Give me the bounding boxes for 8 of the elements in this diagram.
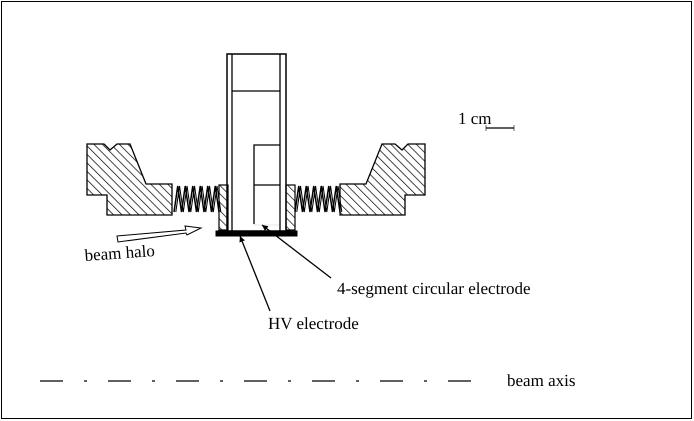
axis-label: beam axis [507,372,576,389]
electrode-plate [216,230,298,236]
beam-label: beam halo [84,242,156,264]
callout-text: 4-segment circular electrode [337,280,531,297]
leader-line [262,224,332,279]
scale-label: 1 cm [458,110,492,127]
callout-text: HV electrode [268,315,359,332]
leader-line [239,236,271,312]
